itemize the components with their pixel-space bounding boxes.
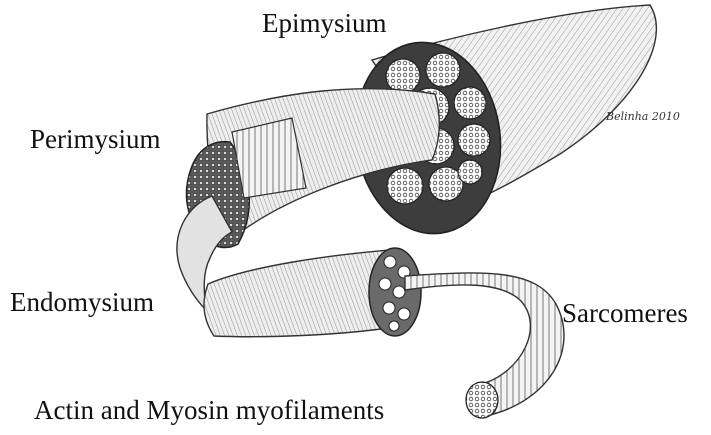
label-sarcomeres: Sarcomeres [562, 300, 688, 327]
endomysium-cross-section [369, 248, 421, 336]
label-epimysium: Epimysium [262, 10, 387, 37]
label-actin-myosin-myofilaments: Actin and Myosin myofilaments [34, 397, 384, 424]
myofilaments-end [466, 382, 498, 418]
label-perimysium: Perimysium [30, 126, 161, 153]
label-endomysium: Endomysium [10, 289, 154, 316]
artist-signature: Belinha 2010 [606, 110, 680, 123]
